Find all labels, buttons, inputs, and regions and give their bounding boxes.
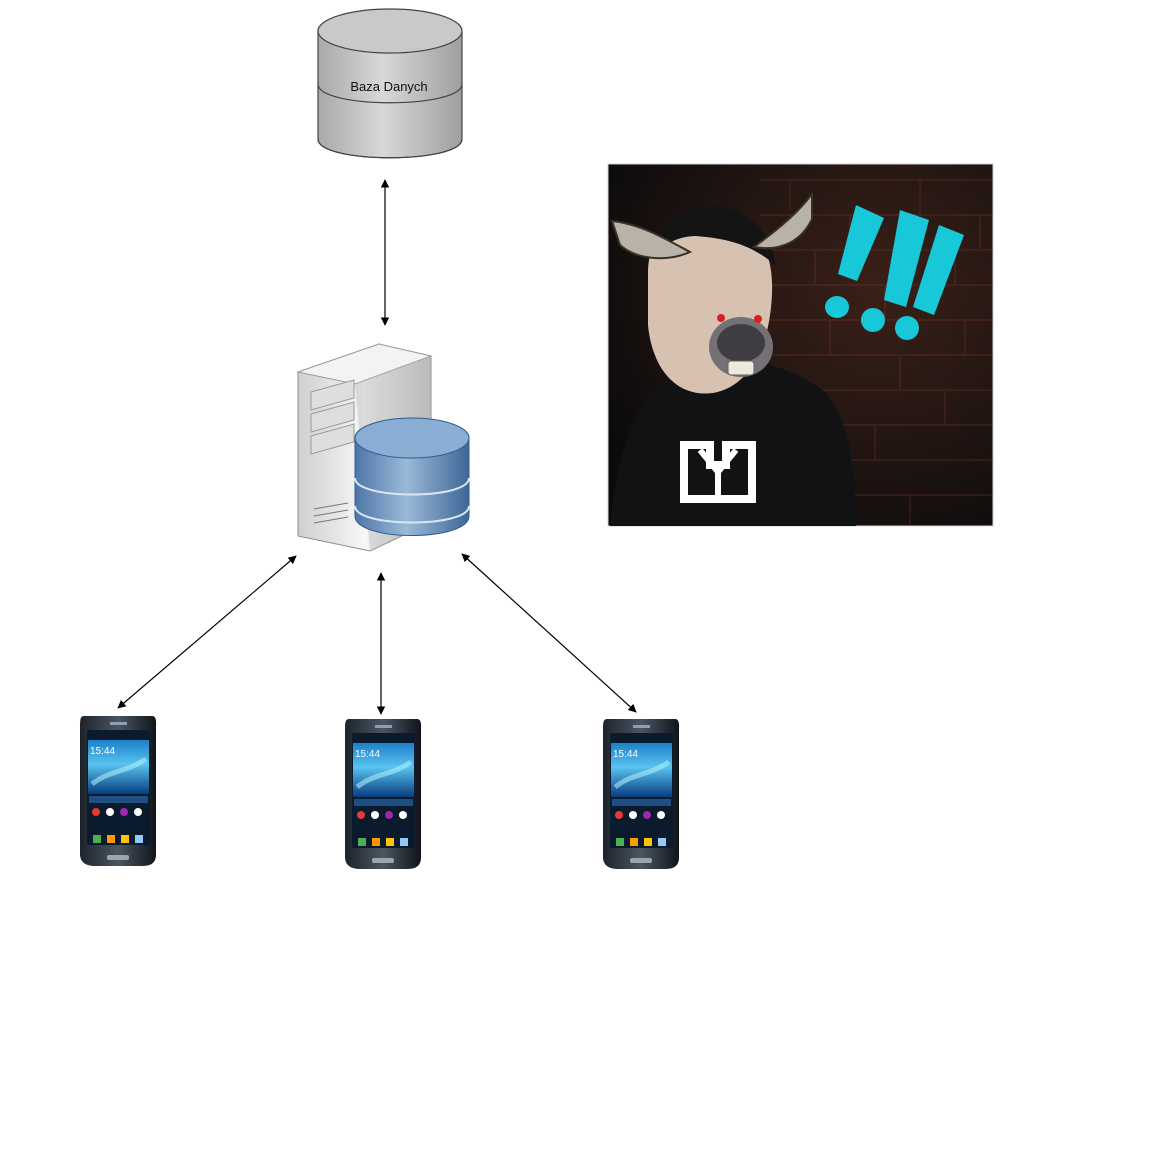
smartphone-icon: 15:44	[603, 719, 680, 869]
svg-text:15:44: 15:44	[90, 746, 115, 757]
exclamation-icon	[825, 205, 964, 340]
svg-text:15:44: 15:44	[355, 749, 380, 760]
connection-server-phone-3	[461, 553, 637, 713]
connection-server-phone-1	[117, 555, 297, 709]
database-cylinder-icon: Baza Danych	[317, 8, 463, 159]
database-label: Baza Danych	[350, 79, 427, 94]
smartphone-icon: 15:44	[345, 719, 422, 869]
donkey-ears-photo	[607, 163, 994, 527]
svg-text:15:44: 15:44	[613, 749, 638, 760]
server-with-database-icon	[296, 343, 470, 552]
smartphone-icon: 15:44	[80, 716, 157, 866]
